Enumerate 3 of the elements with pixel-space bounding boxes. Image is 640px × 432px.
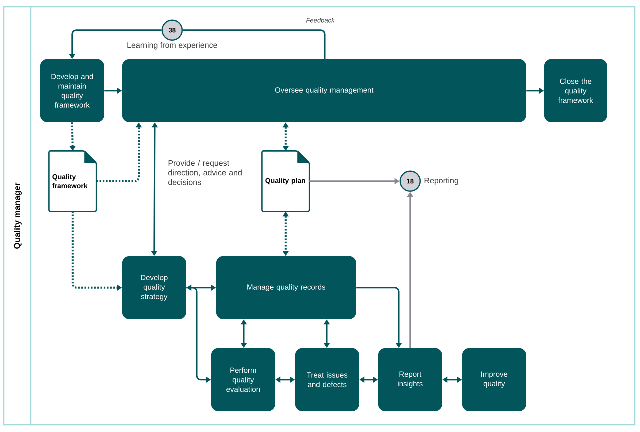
- note: Provide / request direction, advice and decisions: [168, 160, 242, 186]
- node-label: Learning from experience: [128, 42, 218, 50]
- node-label: Reporting: [424, 178, 458, 186]
